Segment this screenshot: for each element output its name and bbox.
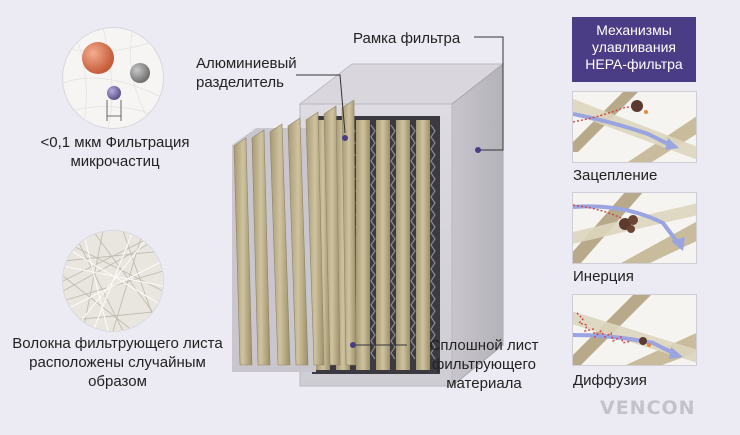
divider-leader-line <box>296 74 346 134</box>
diffusion-icon <box>573 295 696 365</box>
inertia-icon <box>573 193 696 263</box>
frame-leader-line <box>474 36 504 151</box>
filter-sheet-label: Сплошной лист фильтрующего материала <box>429 337 539 392</box>
interception-label: Зацепление <box>573 167 658 184</box>
large-particle-icon <box>82 42 114 74</box>
frame-label: Рамка фильтра <box>353 30 461 47</box>
divider-label: Алюминиевый разделитель <box>196 55 297 91</box>
inertia-label: Инерция <box>573 268 634 285</box>
diffusion-illustration <box>572 294 697 366</box>
mechanisms-title: Механизмы улавливания HEPA-фильтра <box>572 17 696 82</box>
interception-illustration <box>572 91 697 163</box>
small-particle-icon <box>107 86 121 100</box>
medium-particle-icon <box>130 63 150 83</box>
inertia-illustration <box>572 192 697 264</box>
diffusion-label: Диффузия <box>573 372 647 389</box>
fiber-caption: Волокна фильтрующего листа расположены с… <box>12 335 223 390</box>
interception-icon <box>573 92 696 162</box>
fiber-illustration <box>63 231 163 331</box>
exposed-pleats <box>232 99 357 372</box>
vencon-logo: VENCON <box>600 397 696 419</box>
microparticle-caption: <0,1 мкм Фильтрация микрочастиц <box>40 134 190 170</box>
